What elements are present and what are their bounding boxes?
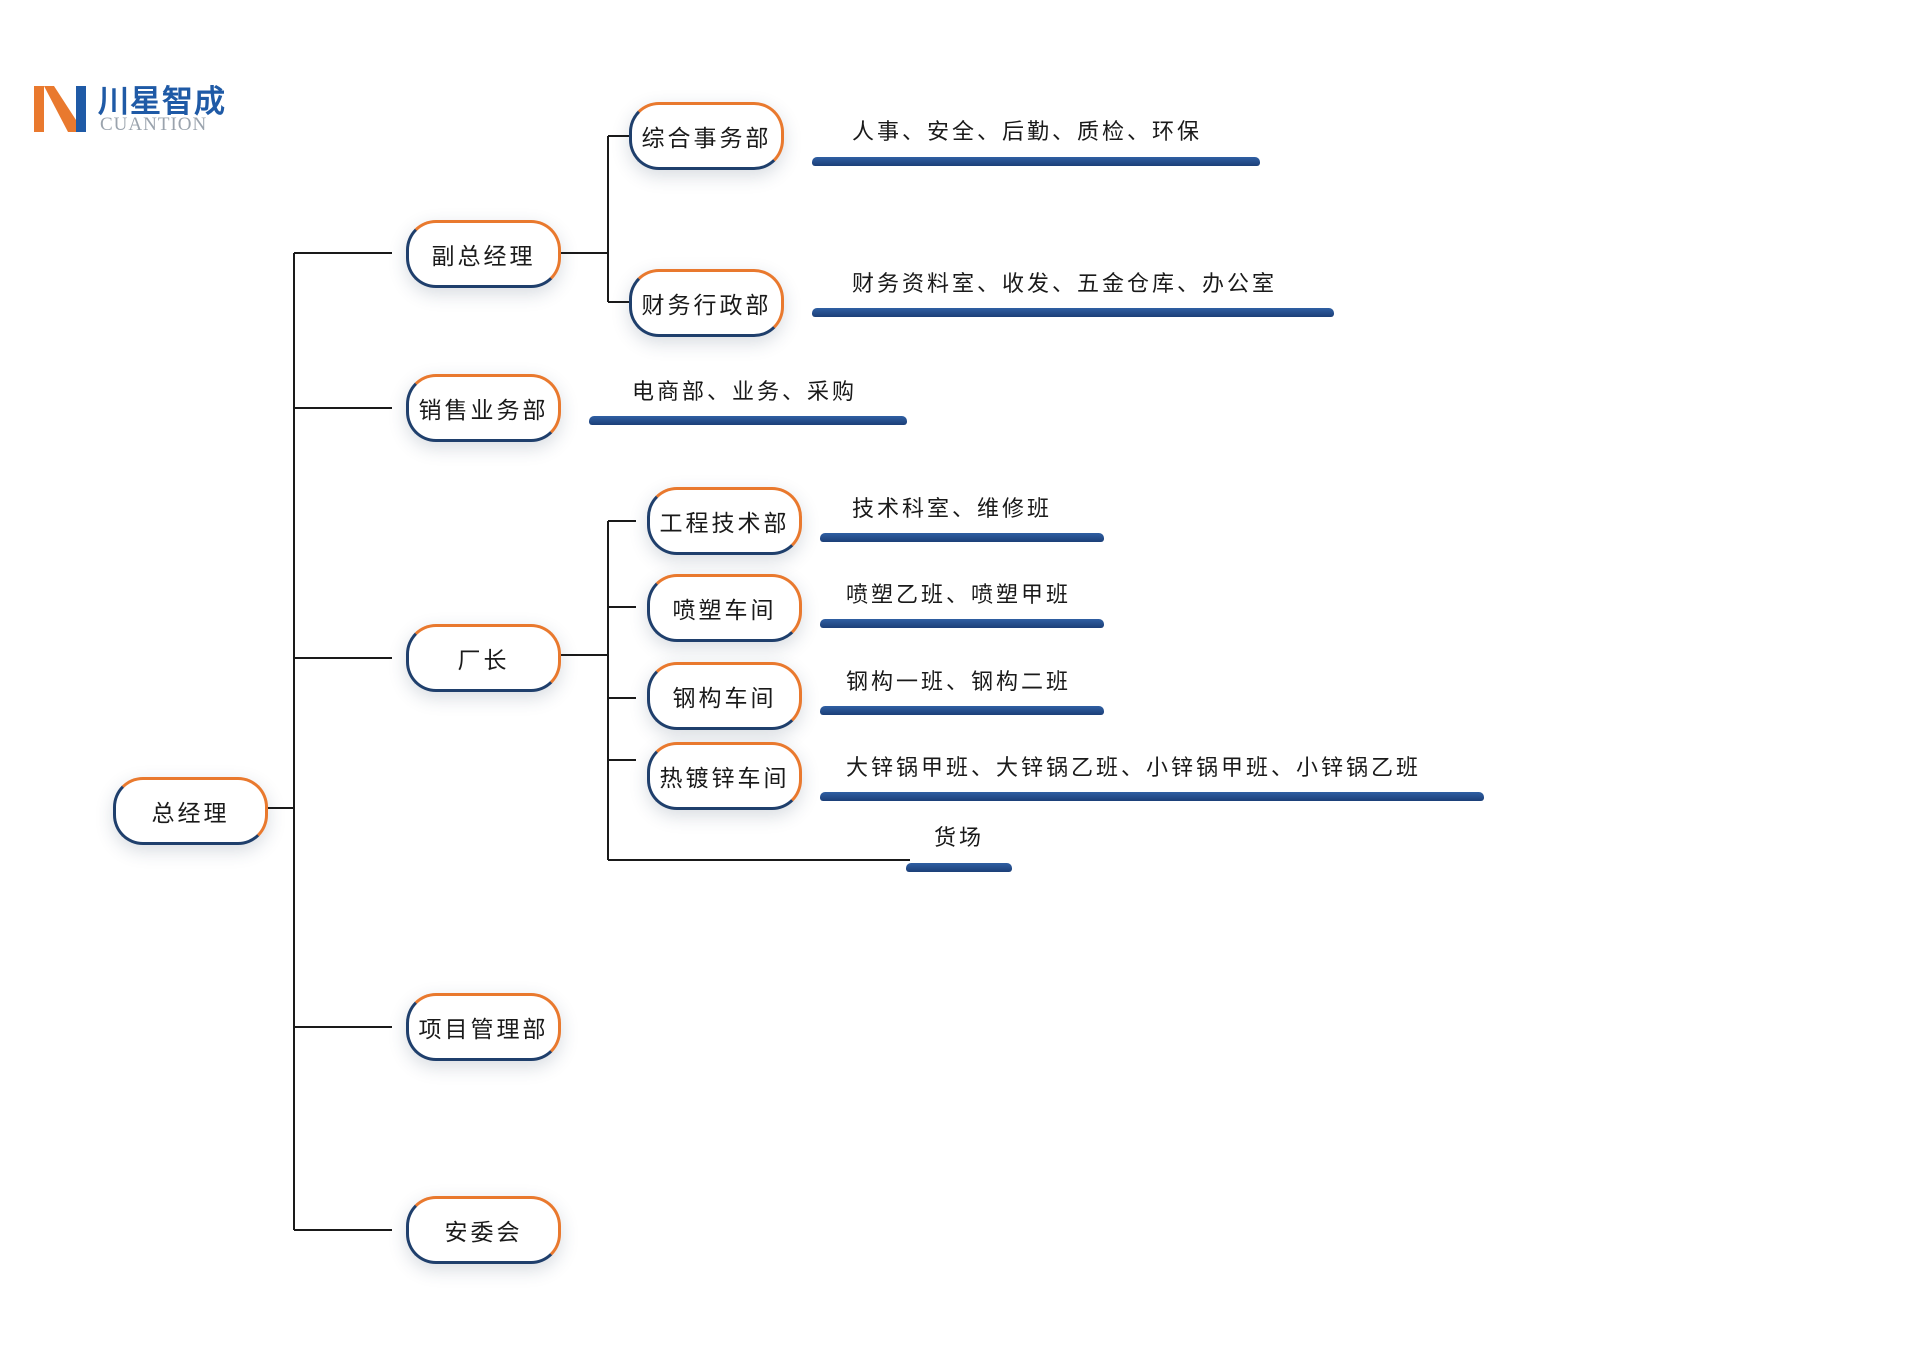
node-factory-director[interactable]: 厂长 [406,624,561,692]
node-finance-admin[interactable]: 财务行政部 [629,269,784,337]
node-safety-committee[interactable]: 安委会 [406,1196,561,1264]
detail-bar-galvanizing [820,792,1484,801]
detail-bar-spray [820,619,1104,628]
detail-bar-steel [820,706,1104,715]
company-logo: 川星智成 CUANTION [32,80,232,136]
node-project-management[interactable]: 项目管理部 [406,993,561,1061]
node-engineering[interactable]: 工程技术部 [647,487,802,555]
detail-steel: 钢构一班、钢构二班 [846,670,1072,695]
detail-sales: 电商部、业务、采购 [632,380,858,405]
node-galvanizing-workshop[interactable]: 热镀锌车间 [647,742,802,810]
detail-finance-admin: 财务资料室、收发、五金仓库、办公室 [852,272,1278,297]
node-general-affairs[interactable]: 综合事务部 [629,102,784,170]
detail-galvanizing: 大锌锅甲班、大锌锅乙班、小锌锅甲班、小锌锅乙班 [846,756,1422,781]
detail-bar-finance-admin [812,308,1334,317]
detail-bar-sales [589,416,907,425]
logo-n-icon [34,86,86,132]
detail-yard: 货场 [934,826,985,851]
node-spray-workshop[interactable]: 喷塑车间 [647,574,802,642]
node-sales-department[interactable]: 销售业务部 [406,374,561,442]
detail-engineering: 技术科室、维修班 [852,497,1053,522]
node-steel-workshop[interactable]: 钢构车间 [647,662,802,730]
detail-spray: 喷塑乙班、喷塑甲班 [846,583,1072,608]
detail-bar-yard [906,863,1012,872]
logo-name-en: CUANTION [100,114,208,135]
detail-bar-general-affairs [812,157,1260,166]
detail-general-affairs: 人事、安全、后勤、质检、环保 [852,120,1203,145]
node-general-manager[interactable]: 总经理 [113,777,268,845]
detail-bar-engineering [820,533,1104,542]
node-vice-general-manager[interactable]: 副总经理 [406,220,561,288]
logo-name-cn: 川星智成 [98,84,226,120]
